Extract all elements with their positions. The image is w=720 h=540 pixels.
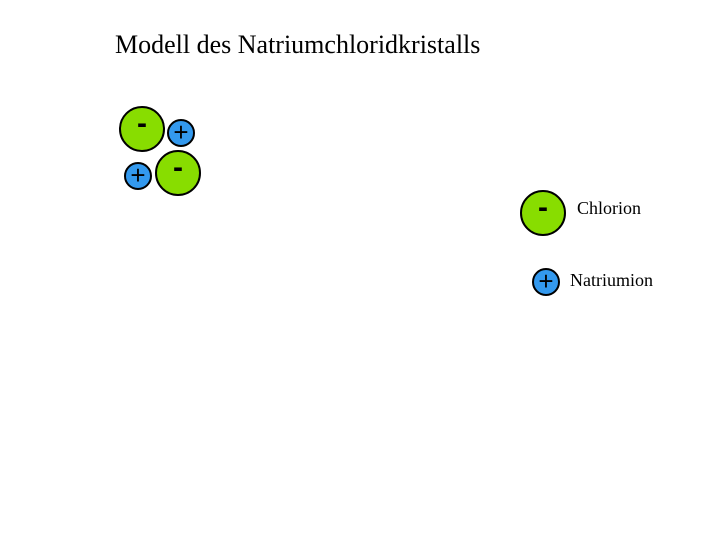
chloride-ion-symbol: - — [173, 151, 183, 184]
chloride-ion: - — [155, 150, 201, 196]
legend-chloride-symbol: - — [538, 191, 548, 224]
chloride-ion-symbol: - — [137, 107, 147, 140]
chloride-ion: - — [119, 106, 165, 152]
sodium-ion-symbol: + — [173, 117, 189, 147]
sodium-ion-symbol: + — [130, 160, 146, 190]
legend-sodium-label: Natriumion — [570, 270, 653, 290]
page-title: Modell des Natriumchloridkristalls — [115, 30, 481, 59]
sodium-ion: + — [167, 119, 195, 147]
sodium-ion: + — [124, 162, 152, 190]
legend-sodium-symbol: + — [538, 266, 554, 296]
legend-chloride-label: Chlorion — [577, 198, 642, 218]
legend-sodium-ion: + — [532, 268, 560, 296]
legend-chloride-ion: - — [520, 190, 566, 236]
